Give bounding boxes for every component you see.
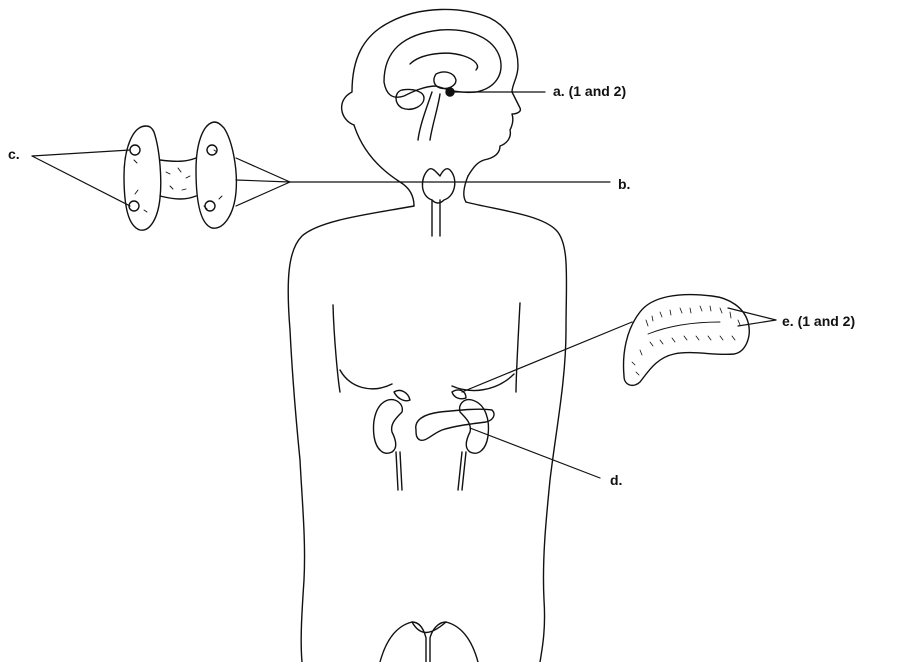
neck-right bbox=[464, 176, 468, 202]
thyroid-enlarged bbox=[124, 122, 236, 230]
parathyroid-upper-right bbox=[207, 145, 217, 155]
thyroid-texture bbox=[134, 150, 222, 212]
thyroid-neck-shape bbox=[422, 169, 454, 203]
pancreas-texture bbox=[632, 306, 740, 375]
leader-pancreas bbox=[462, 322, 632, 392]
left-inner-arm bbox=[333, 305, 340, 392]
leader-e-lower bbox=[738, 320, 776, 326]
chest-left bbox=[340, 370, 392, 389]
thyroid-left-lobe bbox=[124, 126, 161, 230]
leader-b-lower bbox=[236, 182, 290, 206]
pancreas-in-body bbox=[416, 409, 494, 440]
thyroid-isthmus bbox=[160, 158, 196, 199]
right-inner-arm bbox=[516, 303, 520, 392]
left-ureter bbox=[396, 452, 402, 490]
label-a: a. (1 and 2) bbox=[553, 83, 626, 99]
leader-e-upper bbox=[728, 308, 776, 320]
brainstem bbox=[418, 92, 440, 140]
kidneys bbox=[374, 390, 494, 490]
left-shoulder-arm bbox=[288, 206, 414, 662]
leader-c-upper bbox=[32, 150, 130, 156]
corpus-callosum bbox=[410, 53, 478, 70]
trachea bbox=[432, 200, 440, 236]
hypothalamus bbox=[434, 72, 456, 89]
thyroid-in-body bbox=[422, 169, 454, 236]
leader-lines bbox=[32, 92, 776, 478]
label-c: c. bbox=[8, 146, 20, 162]
label-b: b. bbox=[618, 176, 630, 192]
left-adrenal bbox=[394, 390, 410, 400]
leader-b-upper bbox=[236, 158, 290, 182]
label-e: e. (1 and 2) bbox=[782, 313, 855, 329]
leg-left bbox=[380, 622, 426, 662]
pancreas-duct bbox=[648, 322, 720, 334]
chest-right bbox=[452, 374, 514, 390]
label-d: d. bbox=[610, 472, 622, 488]
brain bbox=[384, 30, 501, 140]
thyroid-right-lobe bbox=[196, 122, 236, 228]
leader-c-lower bbox=[32, 156, 130, 206]
parathyroid-lower-right bbox=[205, 201, 215, 211]
neck-left bbox=[354, 125, 414, 206]
right-kidney bbox=[460, 400, 489, 454]
brain-outline bbox=[384, 30, 501, 97]
right-ureter bbox=[458, 452, 466, 490]
leader-d bbox=[470, 428, 600, 478]
parathyroid-upper-left bbox=[130, 145, 140, 155]
left-kidney bbox=[374, 400, 403, 454]
